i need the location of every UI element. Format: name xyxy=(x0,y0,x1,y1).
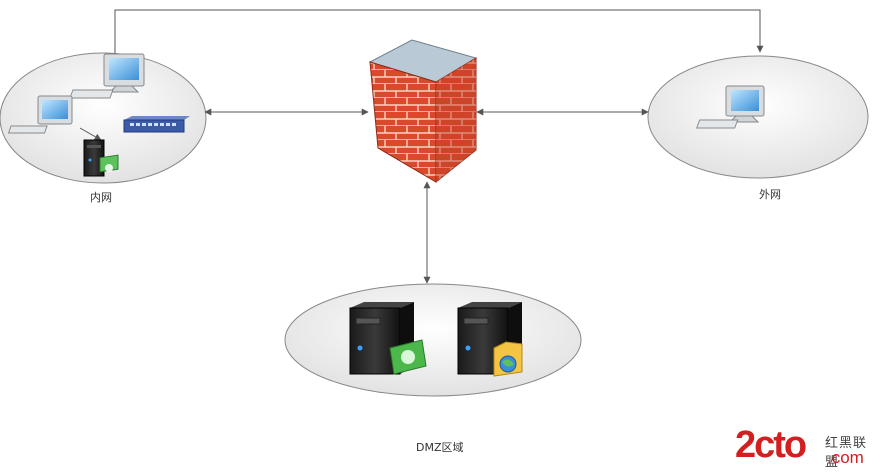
connector-top xyxy=(114,9,764,56)
firewall-icon xyxy=(368,39,478,184)
intranet-label: 内网 xyxy=(90,191,112,204)
internet-zone xyxy=(647,55,869,179)
internet-label: 外网 xyxy=(759,188,781,201)
watermark-site-name: 红黑联盟 xyxy=(825,436,868,470)
connector-switch-server xyxy=(79,127,102,141)
watermark-logo: 2cto 红黑联盟 .com xyxy=(733,424,874,473)
dmz-zone xyxy=(284,283,582,397)
desktop-computer-icon xyxy=(69,53,145,99)
watermark-logo-mark: 2cto xyxy=(735,424,807,466)
intranet-zone xyxy=(0,52,207,184)
desktop-computer-icon xyxy=(696,85,765,129)
watermark-domain-suffix: .com xyxy=(827,448,864,467)
web-server-icon xyxy=(349,302,427,375)
web-server-icon xyxy=(83,139,119,177)
network-switch-icon xyxy=(123,116,190,133)
desktop-computer-icon xyxy=(7,95,73,134)
dmz-label: DMZ区域 xyxy=(416,441,464,454)
file-server-icon xyxy=(457,302,523,377)
